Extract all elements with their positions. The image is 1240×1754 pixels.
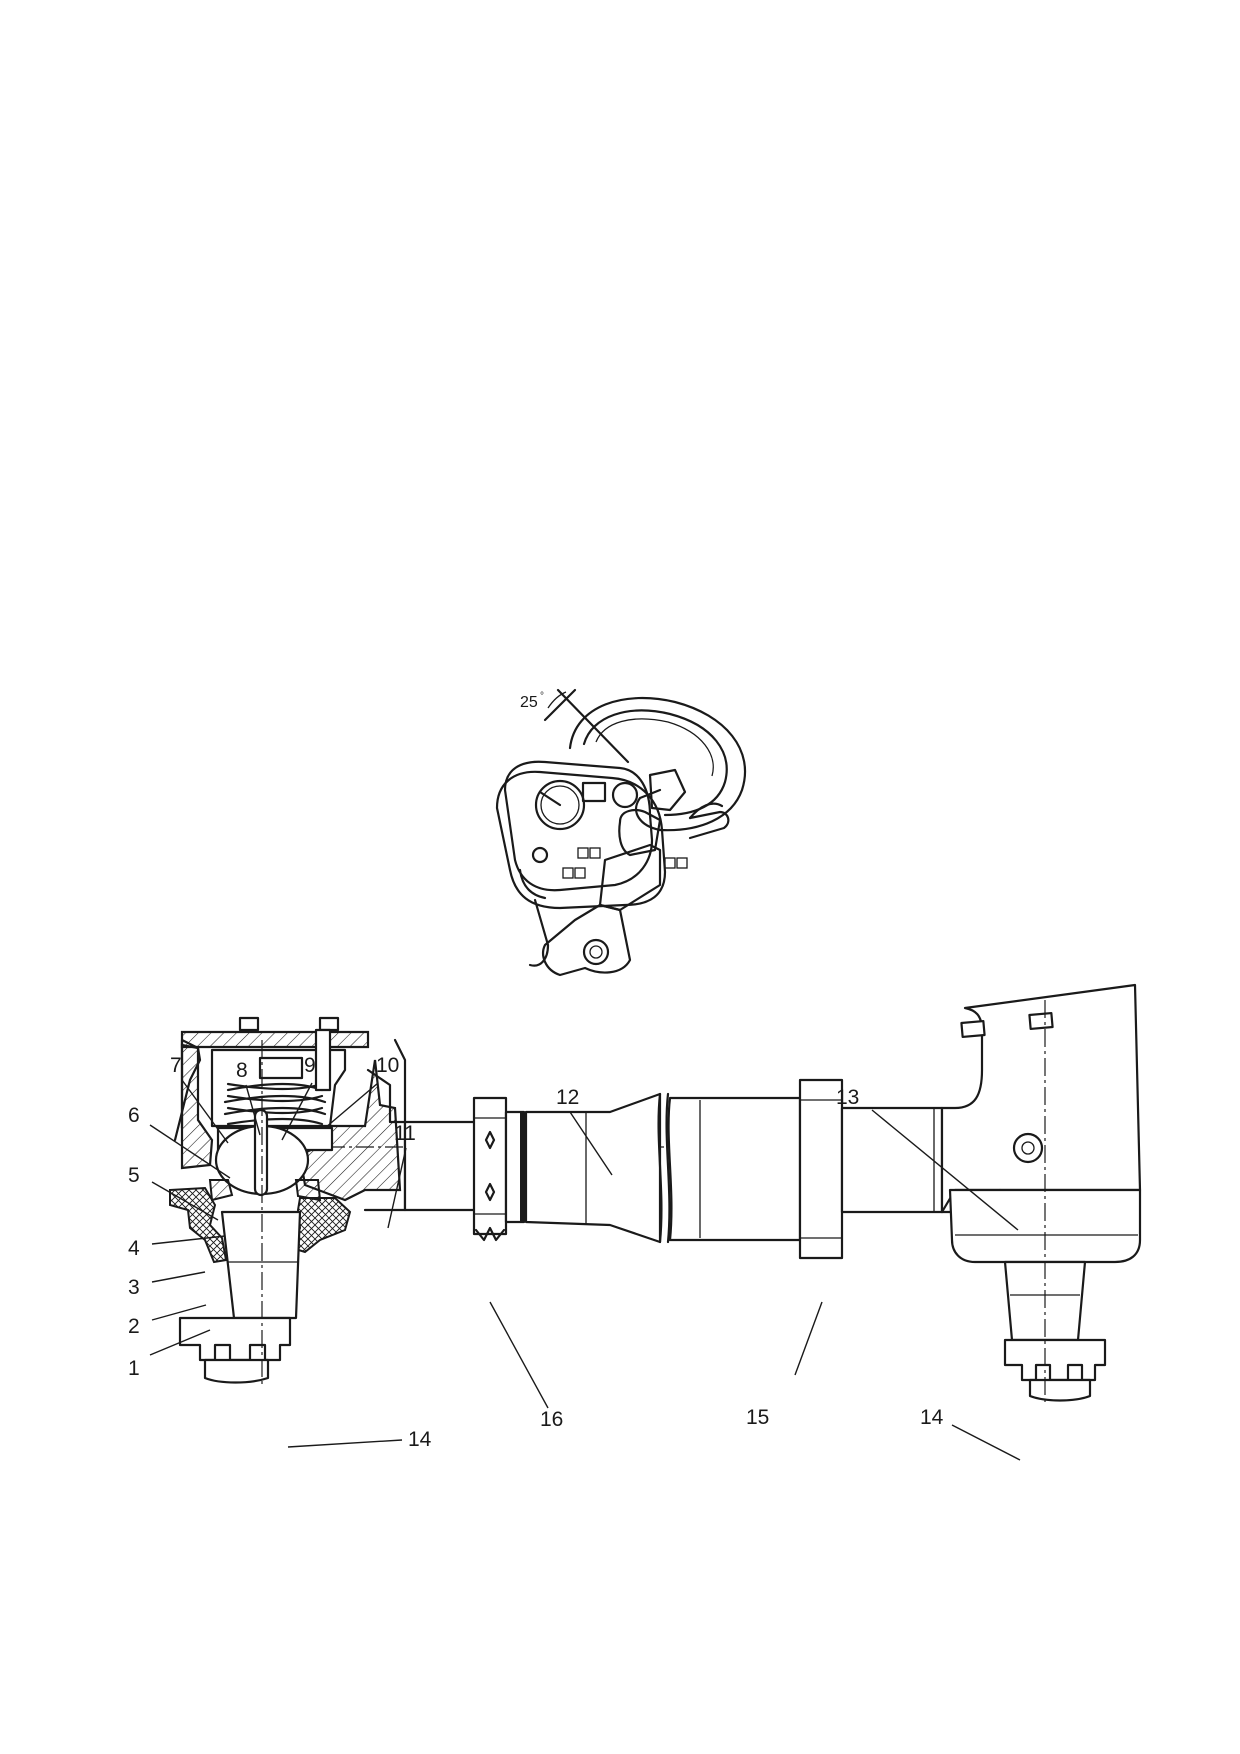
left-joint-housing [169, 1016, 402, 1385]
grease-fitting-icon [1012, 1132, 1044, 1164]
callout-3: 3 [128, 1276, 140, 1299]
steering-column [528, 768, 730, 977]
left-lock-nut [472, 1096, 508, 1236]
callout-14-left: 14 [408, 1428, 432, 1451]
display-icon [581, 781, 607, 803]
steering-column-illustration: 25 ° [495, 688, 747, 977]
callout-14-right: 14 [920, 1406, 944, 1429]
callout-13: 13 [836, 1086, 859, 1109]
callout-2: 2 [128, 1315, 140, 1338]
left-neck [363, 1068, 407, 1212]
callout-8: 8 [236, 1059, 248, 1082]
callout-4: 4 [128, 1237, 140, 1260]
tie-rod-assembly: 1 2 3 4 5 6 7 8 9 10 [128, 983, 1142, 1461]
callout-12: 12 [556, 1086, 579, 1109]
adjusting-tube [524, 1092, 662, 1244]
angle-label: 25 [520, 694, 538, 711]
gauge-icon [611, 781, 639, 809]
callout-7: 7 [170, 1054, 182, 1077]
angle-unit: ° [540, 691, 544, 702]
callout-10: 10 [376, 1054, 399, 1077]
right-joint-housing [940, 983, 1142, 1405]
callout-11: 11 [394, 1122, 416, 1145]
callout-6: 6 [128, 1104, 140, 1127]
callout-16: 16 [540, 1408, 563, 1431]
callouts: 1 2 3 4 5 6 7 8 9 10 [128, 1054, 1021, 1461]
speedometer-icon [534, 779, 586, 831]
tie-rod-tube [403, 1078, 944, 1260]
left-castle-nut [178, 1316, 292, 1362]
right-lock-nut [798, 1078, 844, 1260]
left-rod-end [403, 1120, 477, 1212]
callout-1: 1 [128, 1357, 140, 1380]
right-castle-nut [1003, 1338, 1107, 1382]
steering-wheel [568, 696, 747, 832]
callout-5: 5 [128, 1164, 140, 1187]
tilt-angle-indicator: 25 ° [520, 688, 630, 764]
callout-15: 15 [746, 1406, 769, 1429]
callout-9: 9 [304, 1054, 316, 1077]
